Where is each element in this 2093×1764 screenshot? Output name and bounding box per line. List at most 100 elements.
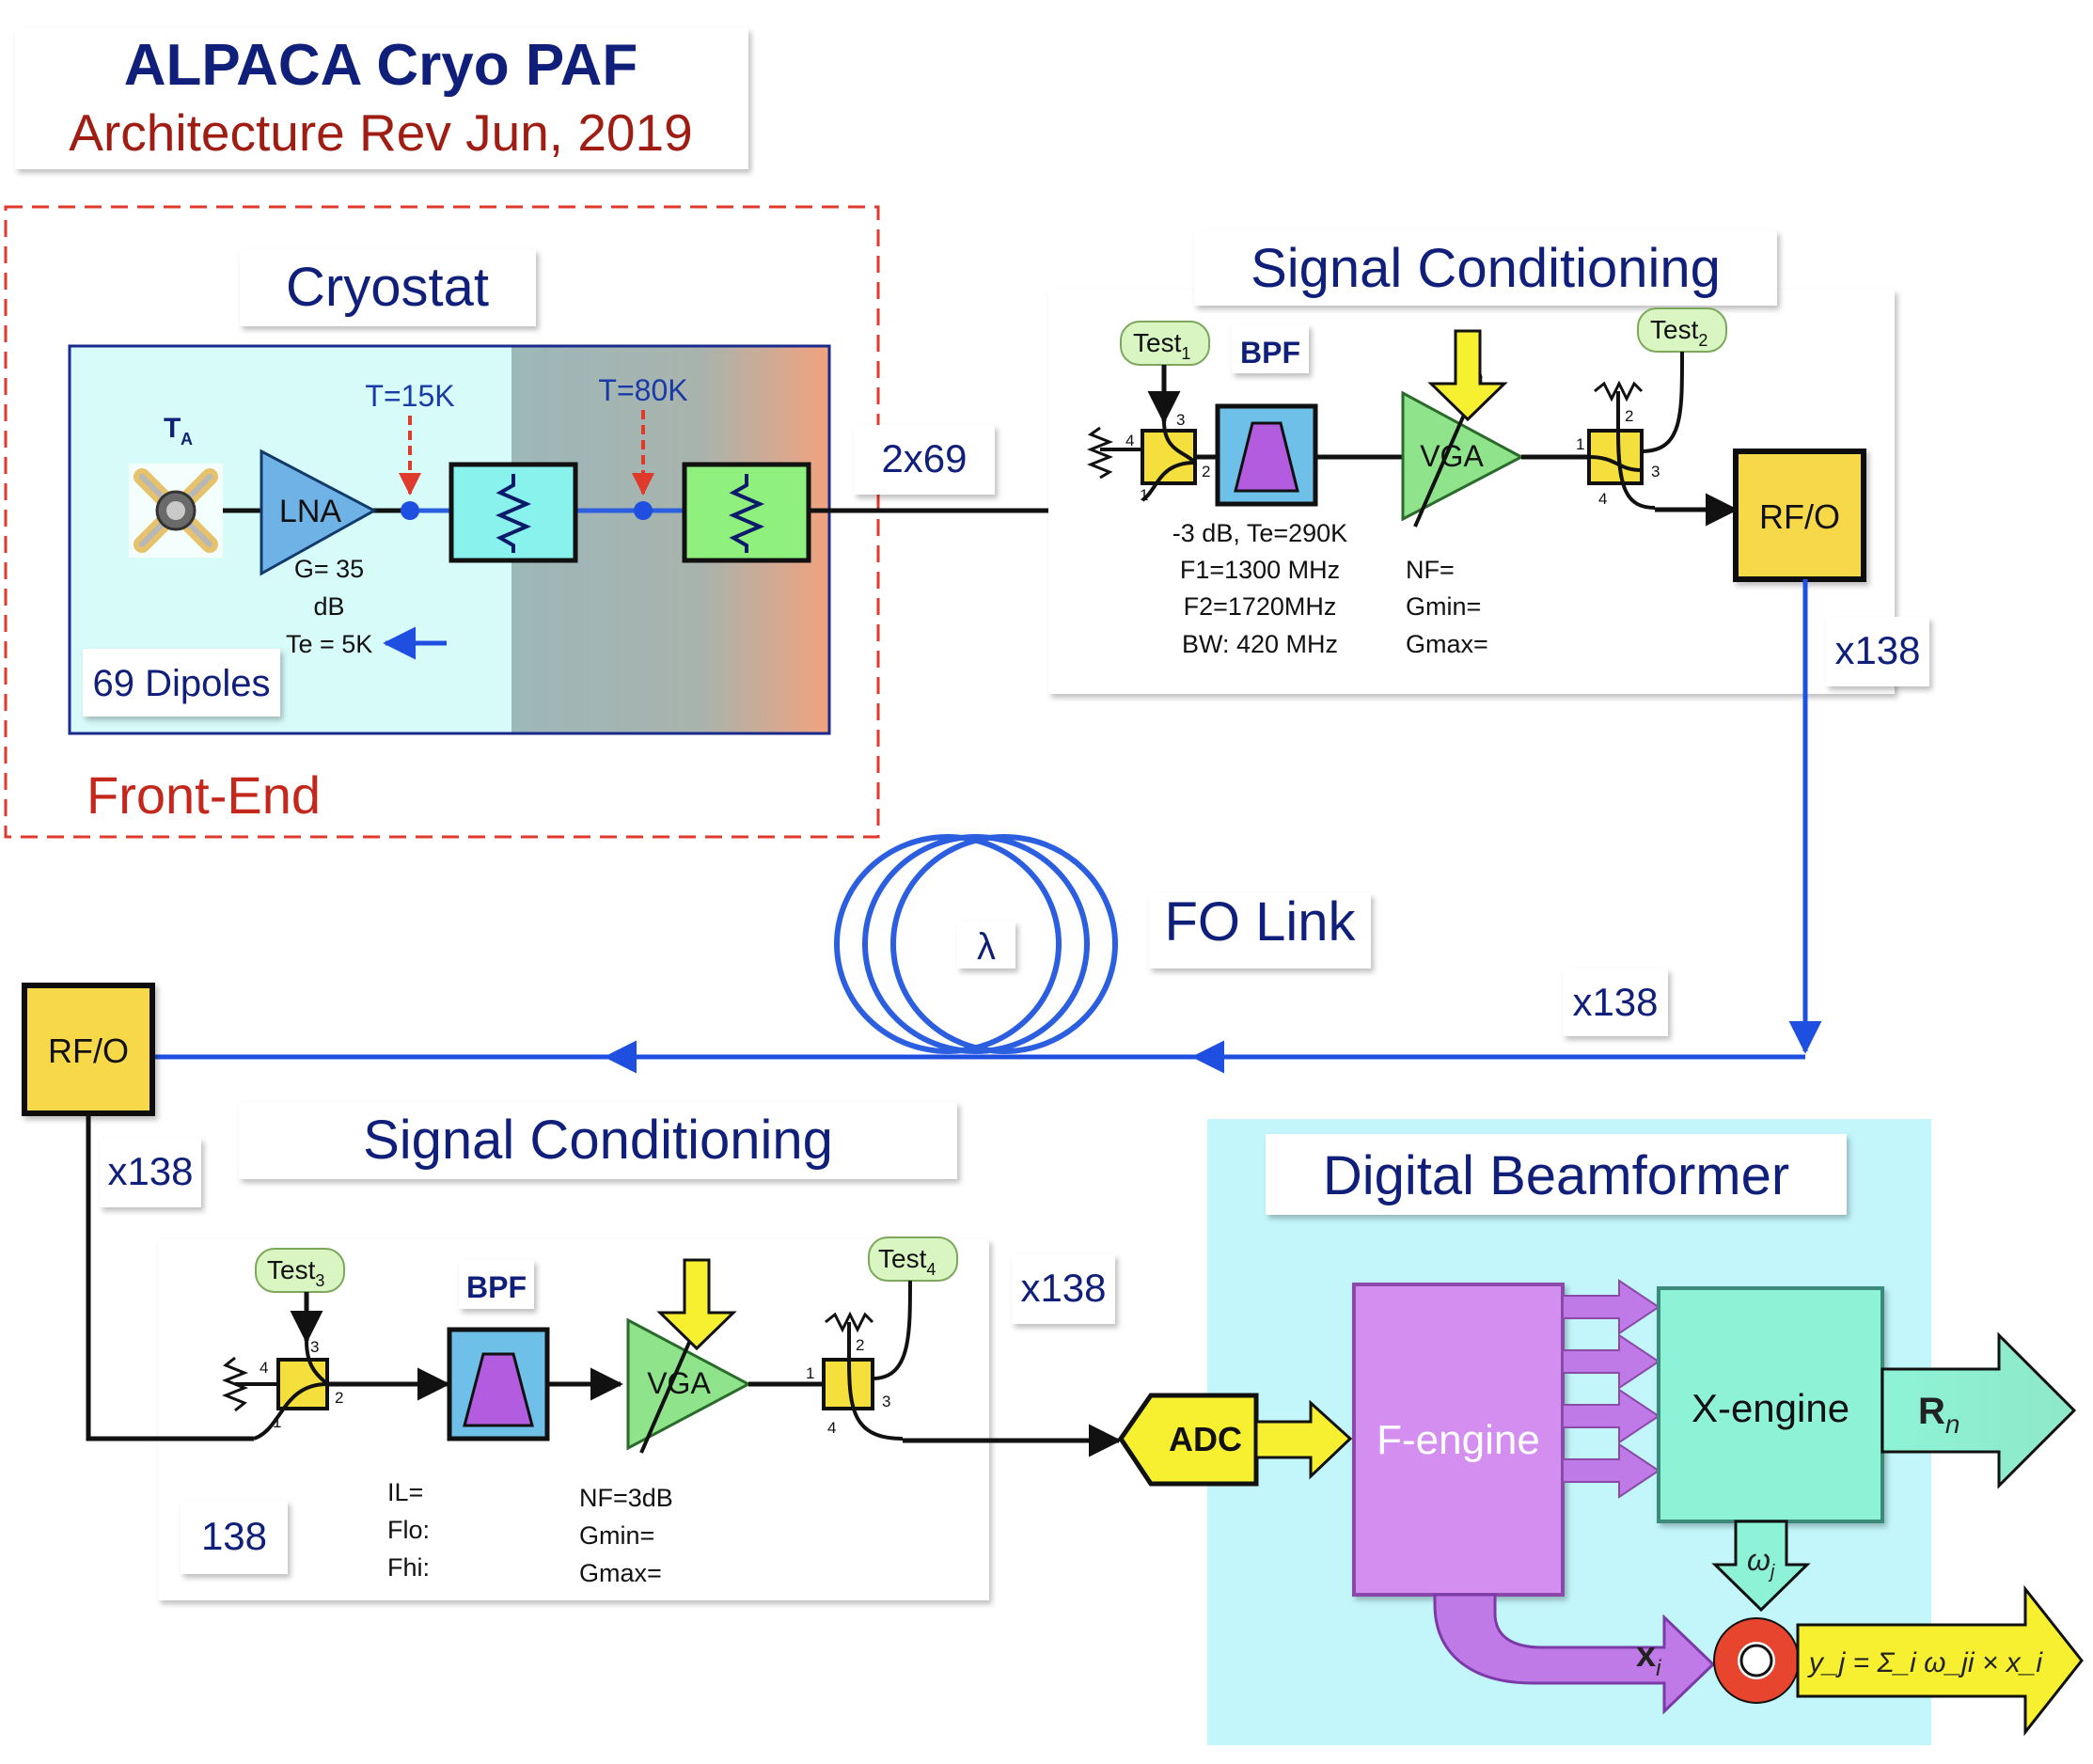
sc-top-title: Signal Conditioning — [1251, 238, 1721, 299]
vga-bottom-spec-2: Gmax= — [579, 1559, 662, 1587]
sum-node-icon — [1713, 1617, 1800, 1704]
lna-label: LNA — [279, 494, 341, 529]
coupler-3 — [253, 1340, 329, 1441]
bpf-top-spec-1: F1=1300 MHz — [1180, 556, 1340, 584]
front-end-label: Front-End — [87, 765, 321, 825]
bpf-top-spec-3: BW: 420 MHz — [1182, 630, 1338, 658]
vga-bottom-control-arrow — [656, 1258, 737, 1351]
signal-conditioning-bottom: Signal Conditioning Test3 4 3 2 1 BPF VG… — [86, 1102, 1122, 1600]
port-4-top2: 4 — [1598, 490, 1607, 508]
adc-label: ADC — [1169, 1420, 1242, 1458]
front-end-section: Front-End Cryostat T A — [4, 205, 1124, 839]
fo-link-label: FO Link — [1164, 891, 1356, 953]
bpf-top-spec-2: F2=1720MHz — [1184, 592, 1337, 621]
port-1-top2: 1 — [1576, 435, 1584, 453]
bpf-top-label: BPF — [1240, 336, 1300, 370]
bpf-bottom-label: BPF — [466, 1270, 527, 1304]
rn-label: Rn — [1918, 1391, 1959, 1439]
port-2-bot2: 2 — [856, 1336, 864, 1354]
ta-label: T A — [164, 413, 193, 449]
digital-beamformer: Digital Beamformer ADC F-engine X-engine — [1117, 1119, 2084, 1745]
test2-label: Test2 — [1650, 315, 1707, 350]
port-1-top1: 1 — [1140, 486, 1148, 504]
port-3-bot2: 3 — [882, 1393, 890, 1410]
port-4-top1: 4 — [1125, 432, 1134, 449]
port-4-bot1: 4 — [260, 1359, 268, 1377]
dipole-antenna-icon — [129, 464, 223, 558]
cryostat-label: Cryostat — [286, 257, 489, 318]
title-sub: Architecture Rev Jun, 2019 — [69, 103, 692, 162]
vga-top: VGA — [1401, 329, 1525, 528]
lna-te-label: Te = 5K — [286, 630, 372, 658]
vga-bottom-label: VGA — [647, 1366, 711, 1400]
f-engine: F-engine — [1352, 1283, 1565, 1597]
t80-label: T=80K — [598, 373, 687, 407]
coupler-1 — [1141, 420, 1197, 502]
vga-top-spec-2: Gmax= — [1406, 630, 1488, 658]
title-block: ALPACA Cryo PAF Architecture Rev Jun, 20… — [15, 28, 748, 169]
bpf-bottom-spec-0: IL= — [387, 1478, 423, 1506]
rfo-top-label: RF/O — [1759, 497, 1840, 536]
fo-lambda: λ — [977, 926, 996, 968]
cryo-filter-80k — [682, 462, 811, 563]
vga-top-control-arrow — [1427, 329, 1508, 422]
port-1-bot2: 1 — [806, 1364, 814, 1382]
port-3-top2: 3 — [1651, 463, 1660, 480]
front-end-output-count: 2x69 — [881, 436, 967, 480]
port-4-bot2: 4 — [827, 1419, 836, 1437]
ta-subscript: A — [181, 430, 193, 449]
title-main: ALPACA Cryo PAF — [124, 33, 638, 98]
vga-top-spec-1: Gmin= — [1406, 592, 1481, 621]
bpf-top — [1215, 403, 1318, 507]
vga-bottom-spec-1: Gmin= — [579, 1521, 654, 1550]
t15-label: T=15K — [365, 379, 454, 413]
ta-text: T — [164, 413, 181, 444]
port-3-bot1: 3 — [310, 1338, 319, 1356]
bottom-channels: 138 — [201, 1514, 267, 1558]
fo-link: λ FO Link x138 — [154, 834, 1805, 1074]
test4-label: Test4 — [878, 1244, 936, 1279]
xi-data-arrow: xi — [1433, 1593, 1716, 1715]
wj-weights-arrow: ωj — [1711, 1520, 1811, 1613]
port-3-top1: 3 — [1176, 411, 1185, 429]
vga-bottom-spec-0: NF=3dB — [579, 1484, 673, 1512]
port-2-top2: 2 — [1625, 407, 1633, 425]
rfo-bottom: RF/O — [22, 983, 155, 1116]
signal-conditioning-top: Signal Conditioning Test1 4 3 2 1 BPF — [1048, 230, 1895, 694]
rn-output-arrow: Rn — [1881, 1331, 2077, 1489]
sc-bottom-title: Signal Conditioning — [363, 1110, 833, 1171]
coupler-2 — [1587, 351, 1685, 510]
test1-label: Test1 — [1133, 328, 1190, 363]
yj-output-arrow: y_j = Σ_i ω_ji × x_i — [1796, 1584, 2084, 1737]
vga-top-spec-0: NF= — [1406, 556, 1455, 584]
coupler-4 — [822, 1280, 912, 1441]
port-2-top1: 2 — [1202, 463, 1210, 480]
bpf-bottom-spec-2: Fhi: — [387, 1553, 430, 1582]
dipoles-label: 69 Dipoles — [92, 663, 270, 704]
f-to-x-arrows — [1562, 1279, 1660, 1499]
xengine-label: X-engine — [1692, 1386, 1849, 1430]
wj-label: ωj — [1747, 1543, 1775, 1583]
front-end-border — [4, 205, 880, 839]
bpf-top-spec-0: -3 dB, Te=290K — [1172, 519, 1347, 547]
cryo-filter-15k — [448, 462, 578, 563]
sc-bottom-count-right: x138 — [1020, 1266, 1106, 1310]
rfo-bottom-label: RF/O — [48, 1032, 129, 1070]
xi-label: xi — [1636, 1635, 1661, 1681]
port-2-bot1: 2 — [335, 1389, 343, 1407]
x-engine: X-engine — [1657, 1286, 1884, 1523]
yj-formula: y_j = Σ_i ω_ji × x_i — [1807, 1647, 2043, 1678]
adc-block: ADC — [1117, 1393, 1259, 1487]
bpf-bottom-spec-1: Flo: — [387, 1516, 430, 1544]
fengine-label: F-engine — [1377, 1417, 1540, 1463]
fo-link-count: x138 — [1572, 980, 1658, 1024]
port-1-bot1: 1 — [273, 1413, 281, 1431]
vga-bottom: VGA — [626, 1258, 752, 1454]
lna-gain-line2: dB — [313, 592, 344, 621]
rfo-top-count: x138 — [1834, 628, 1920, 672]
rfo-top: RF/O — [1733, 449, 1866, 582]
test3-label: Test3 — [267, 1255, 324, 1290]
fiber-coil-icon — [834, 834, 1118, 1054]
bpf-bottom — [447, 1327, 550, 1441]
